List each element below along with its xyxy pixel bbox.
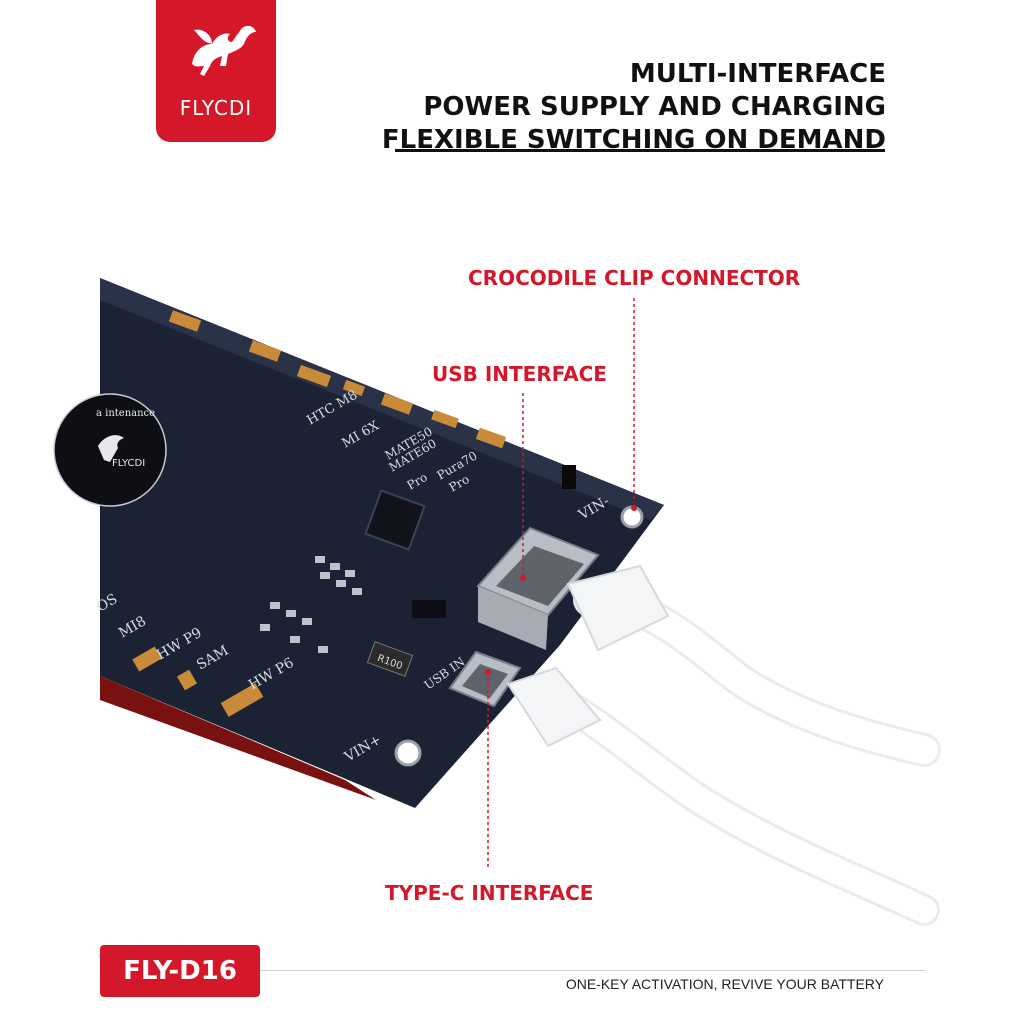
model-badge: FLY-D16	[100, 945, 260, 997]
usb-a-opening	[496, 546, 584, 606]
leader-dot-usb	[520, 575, 526, 581]
footer-slogan: ONE-KEY ACTIVATION, REVIVE YOUR BATTERY	[565, 976, 884, 992]
diode	[412, 600, 446, 618]
usb-a-side	[478, 586, 548, 650]
leader-dot-crocodile	[631, 505, 637, 511]
board-edge	[100, 676, 376, 800]
sticker-pegasus-icon	[98, 435, 124, 462]
footer-divider	[260, 970, 925, 971]
push-button	[562, 465, 576, 489]
battery-connectors	[132, 310, 507, 717]
leader-dot-typec	[485, 669, 491, 675]
brand-logo: FLYCDI	[156, 0, 276, 142]
mount-hole-vin-plus	[394, 739, 422, 767]
pcb-board	[100, 278, 664, 808]
smd-components	[260, 556, 362, 653]
callout-usb-interface: USB INTERFACE	[432, 362, 607, 386]
pegasus-icon	[192, 25, 256, 76]
usb-a-plug	[566, 564, 670, 652]
headline-line-1: MULTI-INTERFACE	[629, 59, 886, 89]
callout-type-c-interface: TYPE-C INTERFACE	[385, 881, 594, 905]
type-c-plug	[506, 666, 602, 748]
type-c-opening	[462, 664, 508, 698]
sticker-brand: FLYCDI	[112, 458, 145, 469]
callout-leaders	[487, 298, 635, 870]
resistor	[366, 641, 414, 677]
callout-crocodile-clip: CROCODILE CLIP CONNECTOR	[468, 266, 801, 290]
headline-underline	[395, 149, 885, 152]
headline-line-2: POWER SUPPLY AND CHARGING	[423, 92, 886, 122]
mcu-chip	[364, 489, 426, 551]
sticker-text: a intenance	[96, 408, 155, 419]
brand-name: FLYCDI	[179, 96, 253, 120]
